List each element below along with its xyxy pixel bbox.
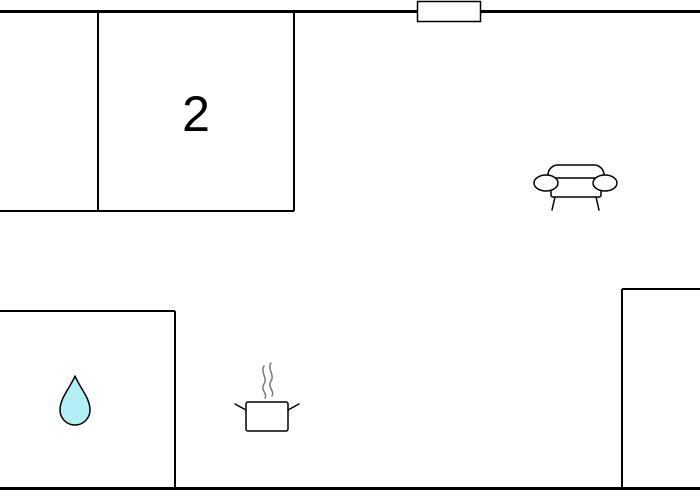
- room-number-label: 2: [182, 86, 210, 142]
- window: [416, 0, 482, 23]
- room-right-bottom: [621, 288, 700, 488]
- bathroom: [0, 310, 176, 488]
- water-drop-icon: [59, 375, 91, 426]
- sofa-icon: [533, 164, 618, 211]
- bedroom: 2: [97, 12, 295, 212]
- cooking-pot-icon: [234, 362, 300, 432]
